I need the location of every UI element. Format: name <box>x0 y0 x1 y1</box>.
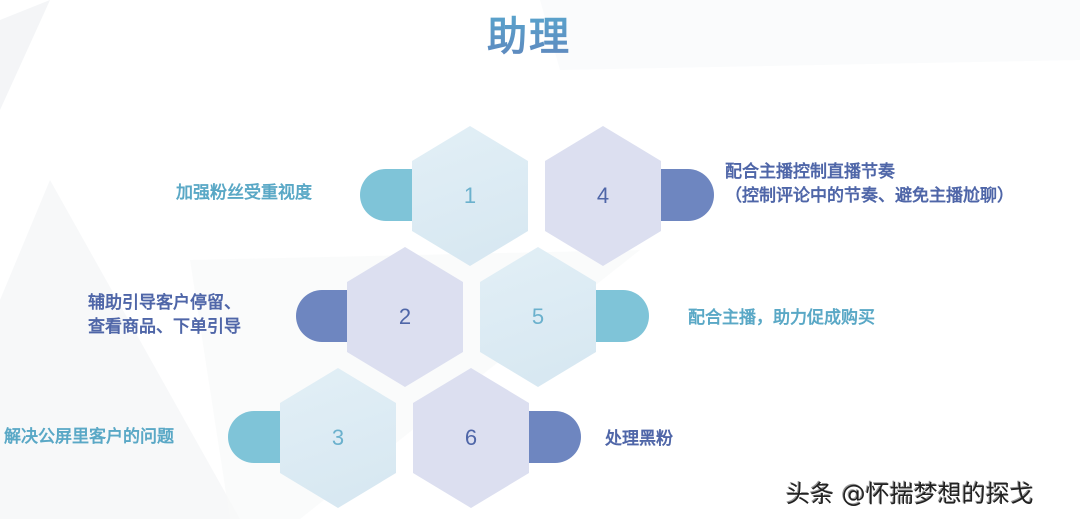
label-line: 配合主播，助力促成购买 <box>688 308 875 328</box>
item-5-label: 配合主播，助力促成购买 <box>688 306 875 330</box>
hexagon-1: 1 <box>412 126 528 266</box>
item-6-label: 处理黑粉 <box>605 427 673 451</box>
watermark: 头条 @怀揣梦想的探戈 <box>786 480 1034 508</box>
hexagon-number: 3 <box>331 425 345 450</box>
hexagon-3: 3 <box>280 368 396 508</box>
label-line: 处理黑粉 <box>605 429 673 449</box>
item-2-label: 辅助引导客户停留、 查看商品、下单引导 <box>88 291 241 339</box>
label-line: 配合主播控制直播节奏 <box>725 162 895 182</box>
item-4-label: 配合主播控制直播节奏 （控制评论中的节奏、避免主播尬聊） <box>725 160 1014 208</box>
item-3-label: 解决公屏里客户的问题 <box>4 425 174 449</box>
label-line: 加强粉丝受重视度 <box>176 183 312 203</box>
hexagon-number: 4 <box>596 183 610 208</box>
hexagon-number: 6 <box>464 425 478 450</box>
hexagon-5: 5 <box>480 247 596 387</box>
hexagon-number: 1 <box>463 183 477 208</box>
page-title: 助理 <box>0 4 1058 62</box>
hexagon-2: 2 <box>347 247 463 387</box>
hexagon-4: 4 <box>545 126 661 266</box>
hexagon-6: 6 <box>413 368 529 508</box>
label-line: 解决公屏里客户的问题 <box>4 427 174 447</box>
label-line: 辅助引导客户停留、 <box>88 293 241 313</box>
hexagon-number: 5 <box>531 304 545 329</box>
item-1-label: 加强粉丝受重视度 <box>176 181 312 205</box>
label-line: 查看商品、下单引导 <box>88 317 241 337</box>
hexagon-number: 2 <box>398 304 412 329</box>
label-line: （控制评论中的节奏、避免主播尬聊） <box>725 186 1014 206</box>
